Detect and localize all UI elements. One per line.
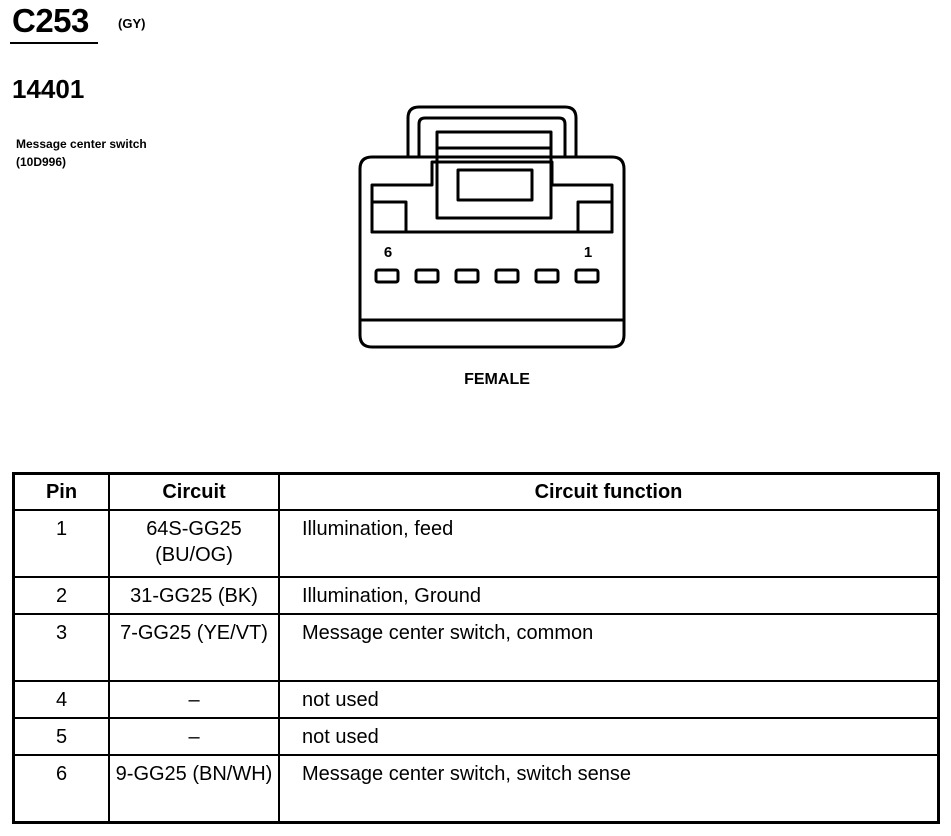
table-row: 1 64S-GG25 (BU/OG) Illumination, feed: [12, 509, 940, 578]
header-pin: Pin: [12, 472, 110, 511]
circuit-code: 7-GG25 (YE/VT): [108, 613, 280, 682]
pin-cavity-3: [494, 268, 520, 284]
connector-gender: FEMALE: [464, 371, 530, 388]
table-row: 6 9-GG25 (BN/WH) Message center switch, …: [12, 754, 940, 824]
circuit-function: Message center switch, common: [278, 613, 940, 682]
circuit-function: Illumination, feed: [278, 509, 940, 578]
cavity-outline: [370, 160, 614, 234]
latch-tab-outer: [435, 130, 553, 220]
pin-table: Pin Circuit Circuit function 1 64S-GG25 …: [12, 472, 940, 824]
pin-number: 1: [12, 509, 110, 578]
circuit-function: not used: [278, 680, 940, 719]
table-header-row: Pin Circuit Circuit function: [12, 472, 940, 511]
keyway-left: [370, 200, 408, 234]
circuit-code: 64S-GG25 (BU/OG): [108, 509, 280, 578]
connector-color-code: (GY): [118, 16, 146, 31]
header-circuit: Circuit: [108, 472, 280, 511]
keyway-right: [576, 200, 614, 234]
latch-inner: [417, 116, 567, 158]
connector-body: [358, 155, 626, 349]
circuit-code: 9-GG25 (BN/WH): [108, 754, 280, 824]
part-number: 14401: [12, 74, 85, 104]
table-row: 2 31-GG25 (BK) Illumination, Ground: [12, 576, 940, 615]
pin-cavity-2: [534, 268, 560, 284]
connector-id-underline: [10, 42, 98, 44]
circuit-function: Illumination, Ground: [278, 576, 940, 615]
pin-number: 3: [12, 613, 110, 682]
circuit-function: not used: [278, 717, 940, 756]
pin-cavity-5: [414, 268, 440, 284]
pin-cavity-6: [374, 268, 400, 284]
circuit-code: –: [108, 717, 280, 756]
connector-id: C253: [12, 2, 89, 39]
pin-number: 2: [12, 576, 110, 615]
circuit-code: 31-GG25 (BK): [108, 576, 280, 615]
table-row: 4 – not used: [12, 680, 940, 719]
pin-number: 5: [12, 717, 110, 756]
pin-number: 4: [12, 680, 110, 719]
table-row: 3 7-GG25 (YE/VT) Message center switch, …: [12, 613, 940, 682]
connector-face-diagram: 6 1: [358, 105, 626, 349]
circuit-code: –: [108, 680, 280, 719]
header-circuit-function: Circuit function: [278, 472, 940, 511]
latch-outer: [406, 105, 578, 158]
component-name: Message center switch (10D996): [16, 137, 147, 169]
circuit-function: Message center switch, switch sense: [278, 754, 940, 824]
pin-number: 6: [12, 754, 110, 824]
pin-cavity-4: [454, 268, 480, 284]
pin-cavity-1: [574, 268, 600, 284]
pin-label-left: 6: [384, 244, 392, 261]
pin-label-right: 1: [584, 244, 592, 261]
latch-tab-inner: [456, 168, 534, 202]
table-row: 5 – not used: [12, 717, 940, 756]
